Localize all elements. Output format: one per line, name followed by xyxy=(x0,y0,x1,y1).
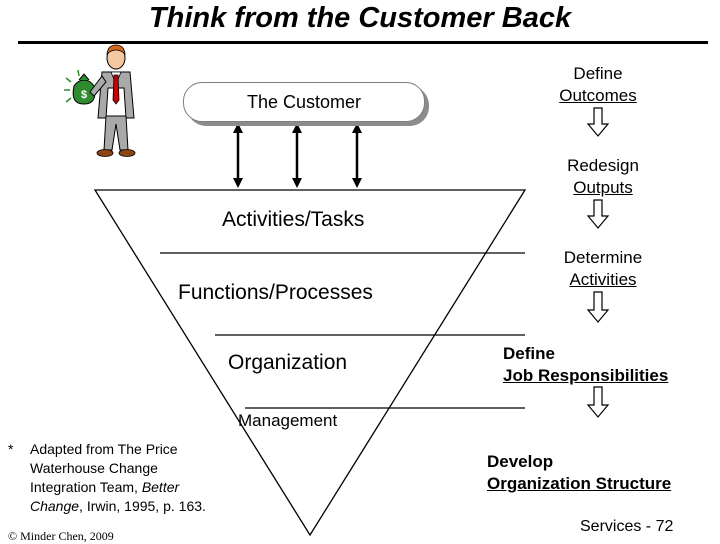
step-4-line2: Job Responsibilities xyxy=(503,366,669,385)
step-3-line2: Activities xyxy=(569,270,637,289)
businessman-with-money-bag-icon: $ xyxy=(64,44,136,157)
footnote-book-title-part1: Better xyxy=(141,479,180,495)
title-divider xyxy=(18,41,708,44)
layer-activities-label: Activities/Tasks xyxy=(222,208,365,231)
step-determine-activities: Determine Activities xyxy=(545,247,661,291)
bag-symbol: $ xyxy=(81,89,87,101)
customer-box: The Customer xyxy=(183,82,425,122)
step-2-line2: Outputs xyxy=(573,178,633,197)
step-4-line1: Define xyxy=(503,344,555,363)
step-1-line1: Define xyxy=(573,64,623,83)
footnote-book-title-part2: Change xyxy=(30,498,80,514)
step-arrow-2 xyxy=(586,199,610,229)
step-arrow-1 xyxy=(586,107,610,137)
step-develop-organization-structure: Develop Organization Structure xyxy=(487,451,671,495)
footnote-line1: Adapted from The Price xyxy=(30,441,178,457)
step-arrow-3 xyxy=(586,291,610,323)
page-number: Services - 72 xyxy=(580,518,674,535)
footnote-mark: * xyxy=(8,441,14,457)
step-1-line2: Outcomes xyxy=(559,86,637,105)
copyright-notice: © Minder Chen, 2009 xyxy=(8,529,114,543)
footnote-line2: Waterhouse Change xyxy=(30,460,158,476)
step-redesign-outputs: Redesign Outputs xyxy=(550,155,656,199)
step-define-outcomes: Define Outcomes xyxy=(545,63,651,107)
layer-organization-label: Organization xyxy=(228,351,348,374)
source-footnote: * Adapted from The Price Waterhouse Chang… xyxy=(8,440,206,516)
layer-functions-label: Functions/Processes xyxy=(178,281,373,304)
footnote-line3: Integration Team, xyxy=(30,479,138,495)
page-title: Think from the Customer Back xyxy=(148,2,572,34)
footnote-line4: , Irwin, 1995, p. 163. xyxy=(79,498,206,514)
step-2-line1: Redesign xyxy=(567,156,639,175)
step-3-line1: Determine xyxy=(563,248,643,267)
step-5-line2: Organization Structure xyxy=(487,474,672,493)
layer-management-label: Management xyxy=(238,411,338,430)
inverted-pyramid xyxy=(93,189,527,537)
step-5-line1: Develop xyxy=(487,452,554,471)
step-arrow-4 xyxy=(586,386,610,418)
step-define-job-responsibilities: Define Job Responsibilities xyxy=(503,343,668,387)
